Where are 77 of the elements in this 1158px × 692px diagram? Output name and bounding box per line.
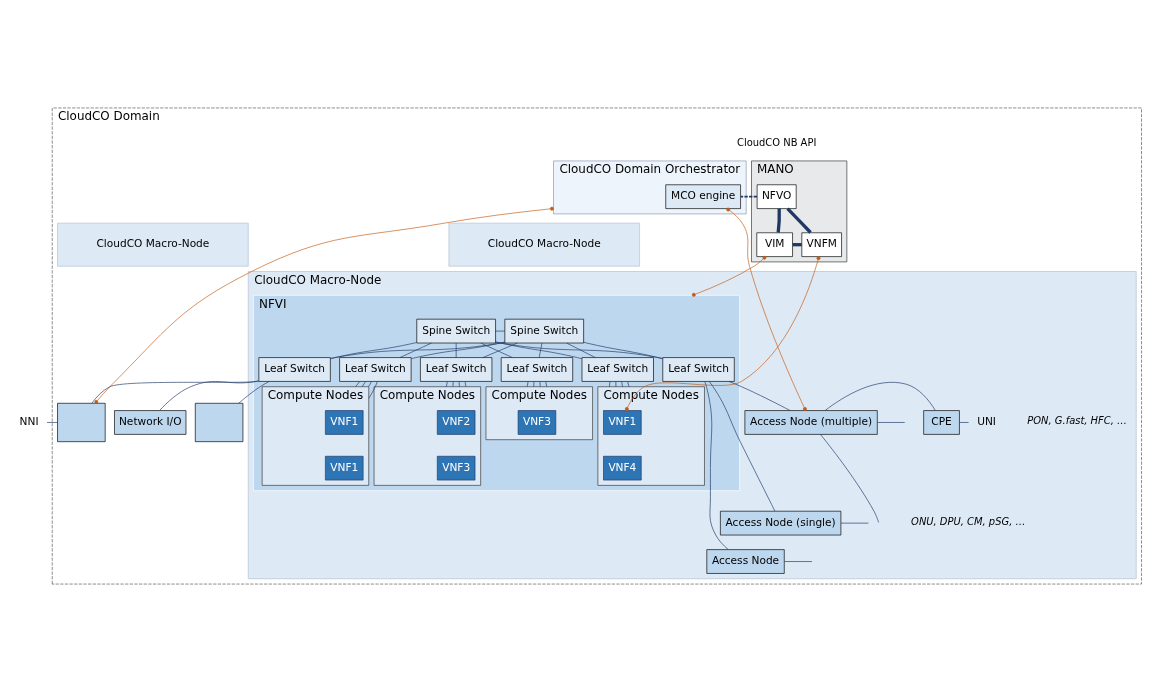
connector <box>533 381 535 388</box>
connector <box>368 381 372 388</box>
connector <box>368 381 378 399</box>
node-box: Access Node (single) <box>720 510 842 536</box>
connector <box>786 207 812 234</box>
node-box: MCO engine <box>665 184 741 209</box>
connector <box>238 381 270 404</box>
connector <box>627 381 630 388</box>
connector <box>495 341 664 359</box>
node-box: VNFM <box>801 232 842 257</box>
connector <box>399 342 432 358</box>
connector <box>792 243 802 247</box>
node-box: CloudCO Macro-Node <box>448 222 640 267</box>
node-box: VNF4 <box>603 455 642 481</box>
connector <box>330 341 506 359</box>
connector <box>482 342 518 358</box>
connector <box>159 380 259 411</box>
node-box: CPE <box>923 410 960 435</box>
connector <box>526 381 529 388</box>
node-box: Access Node (multiple) <box>744 410 878 435</box>
label: CloudCO NB API <box>737 137 817 149</box>
node-box: VIM <box>756 232 793 257</box>
connector <box>458 381 460 388</box>
node-box: Access Node <box>706 549 785 574</box>
node-box: NFVO <box>756 184 797 209</box>
node-box: CloudCO Macro-Node <box>57 222 249 267</box>
connector <box>615 381 617 388</box>
connector <box>959 422 969 423</box>
node-box: Spine Switch <box>416 318 496 344</box>
node-box: Leaf Switch <box>339 357 412 382</box>
node-text: UNI <box>977 415 996 427</box>
connector <box>538 342 543 358</box>
node-box: Network I/O <box>114 410 187 435</box>
connector <box>708 381 776 512</box>
connector <box>330 342 417 359</box>
connector <box>704 381 729 550</box>
connector <box>410 341 506 359</box>
connector <box>824 382 936 411</box>
node-box: VNF1 <box>603 410 642 435</box>
label: PON, G.fast, HFC, … <box>1027 415 1127 427</box>
node-box: VNF3 <box>436 455 476 481</box>
node-text: NNI <box>19 415 39 427</box>
connector <box>455 342 457 358</box>
connector <box>776 208 781 233</box>
connector <box>624 256 821 411</box>
connector <box>361 381 366 388</box>
node-box: Spine Switch <box>504 318 584 344</box>
connector <box>739 195 758 198</box>
connector <box>495 330 506 332</box>
node-box <box>194 402 244 442</box>
node-box: Leaf Switch <box>581 357 654 382</box>
connector <box>609 381 611 388</box>
connector <box>355 381 360 388</box>
node-box: VNF1 <box>325 455 364 481</box>
node-box: Leaf Switch <box>662 357 735 382</box>
connector <box>728 381 791 411</box>
connector <box>464 381 467 388</box>
connector <box>480 342 513 358</box>
connector <box>621 381 623 388</box>
connector <box>539 381 541 388</box>
connector <box>784 561 813 562</box>
node-box: Leaf Switch <box>258 357 331 382</box>
connector <box>46 422 58 423</box>
connector <box>566 342 596 358</box>
node-box: Leaf Switch <box>420 357 493 382</box>
label: ONU, DPU, CM, pSG, … <box>911 515 1026 527</box>
node-box: VNF2 <box>436 410 476 435</box>
connector <box>691 255 767 297</box>
connector <box>495 341 583 359</box>
connector <box>726 207 807 411</box>
connector <box>446 381 448 388</box>
node-box: VNF3 <box>517 410 557 435</box>
node-box: VNF1 <box>325 410 364 435</box>
connector <box>545 381 548 388</box>
connector <box>452 381 454 388</box>
connector <box>94 206 554 404</box>
node-box: Leaf Switch <box>500 357 574 382</box>
